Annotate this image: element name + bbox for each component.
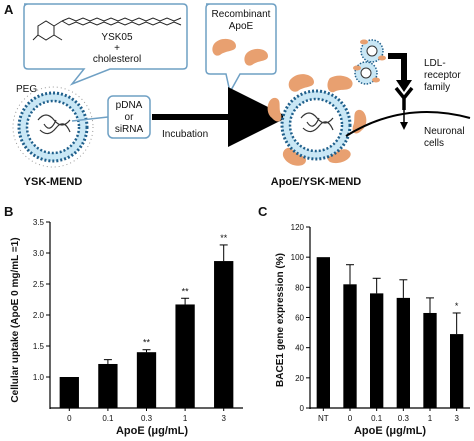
panel-b-bar: [214, 261, 234, 408]
ysk05-text-line2: +: [114, 43, 120, 54]
panel-c-x-tick-label: NT: [318, 414, 329, 423]
panel-c-y-tick-label: 20: [295, 374, 304, 383]
panel-c-ylabel: BACE1 gene expression (%): [275, 253, 286, 387]
panel-c-significance-mark: *: [455, 301, 459, 311]
panel-b-x-tick-label: 0: [67, 414, 72, 423]
panel-b-x-tick-label: 0.1: [102, 414, 114, 423]
panel-c-y-tick-label: 80: [295, 283, 304, 292]
cell-line1: Neuronal: [424, 126, 465, 137]
panel-c-y-tick-label: 60: [295, 314, 304, 323]
panel-b-bar: [175, 304, 195, 408]
panel-b-xlabel: ApoE (μg/mL): [116, 425, 188, 437]
panel-c-y-tick-label: 0: [300, 404, 305, 413]
ysk-mend-label: YSK-MEND: [24, 176, 83, 188]
panel-c-bar: [450, 334, 464, 408]
panel-b-bar: [59, 377, 79, 408]
small-particle-2: [353, 61, 380, 85]
panel-a: A YSK05 + cholesterol Recombinant ApoE P…: [4, 2, 471, 188]
panel-c-label: C: [258, 204, 268, 219]
cell-membrane: [345, 111, 471, 137]
panel-c-bar: [343, 284, 357, 408]
small-particle-1: [360, 39, 386, 63]
binding-arrow-head: [396, 80, 412, 92]
cargo-pointer: [71, 116, 109, 122]
panel-b-bar: [136, 352, 157, 408]
panel-c-xlabel: ApoE (μg/mL): [354, 425, 426, 437]
panel-c-x-tick-label: 0.3: [398, 414, 410, 423]
panel-b-y-tick-label: 3.0: [33, 249, 45, 258]
cell-line2: cells: [424, 138, 444, 149]
panel-b-x-tick-label: 1: [183, 414, 188, 423]
apoe-ysk-mend-label: ApoE/YSK-MEND: [271, 176, 362, 188]
ysk05-callout-box: [23, 3, 188, 86]
apoe-callout-line2: ApoE: [229, 21, 254, 32]
apoe-protein-icon: [212, 38, 268, 66]
panel-c-bar: [316, 257, 330, 408]
panel-c-y-tick-label: 100: [291, 253, 305, 262]
peg-label: PEG: [16, 84, 37, 95]
panel-c-x-tick-label: 3: [454, 414, 459, 423]
panel-b-ylabel: Cellular uptake (ApoE 0 mg/mL =1): [10, 237, 21, 402]
binding-arrow: [388, 53, 407, 82]
ysk05-text-line1: YSK05: [101, 32, 133, 43]
panel-a-label: A: [4, 2, 14, 17]
panel-b-significance-mark: **: [143, 338, 151, 348]
ysk-mend-particle: [12, 86, 94, 168]
cargo-line1: pDNA: [116, 100, 143, 111]
panel-b-y-tick-label: 2.5: [33, 280, 45, 289]
panel-c-x-tick-label: 1: [428, 414, 433, 423]
panel-c-bar: [396, 297, 410, 408]
ysk05-structure: [32, 17, 182, 41]
receptor-line1: LDL-: [424, 58, 446, 69]
panel-b-label: B: [4, 204, 13, 219]
panel-b-y-tick-label: 1.0: [33, 373, 45, 382]
panel-b-y-tick-label: 1.5: [33, 342, 45, 351]
apoe-ysk-mend-particle: [267, 74, 367, 166]
panel-c-bar: [423, 312, 437, 408]
apoe-callout-line1: Recombinant: [212, 9, 271, 20]
internalization-arrow-head: [400, 122, 408, 130]
panel-c-x-tick-label: 0: [348, 414, 353, 423]
panel-b-significance-mark: **: [182, 286, 190, 296]
panel-c-y-tick-label: 40: [295, 344, 304, 353]
panel-b-y-tick-label: 2.0: [33, 311, 45, 320]
incubation-label: Incubation: [162, 129, 208, 140]
panel-b-significance-mark: **: [220, 233, 228, 243]
panel-c-bar: [370, 293, 384, 408]
panel-c: C BACE1 gene expression (%) ApoE (μg/mL)…: [258, 204, 470, 437]
ysk05-text-line3: cholesterol: [93, 54, 141, 65]
panel-b-y-tick-label: 3.5: [33, 218, 45, 227]
cargo-line2: or: [125, 112, 135, 123]
panel-c-y-tick-label: 120: [291, 223, 305, 232]
panel-b-x-tick-label: 0.3: [141, 414, 153, 423]
panel-b-bar: [98, 363, 118, 408]
receptor-y-icon: [394, 86, 414, 110]
panel-b: B Cellular uptake (ApoE 0 mg/mL =1) ApoE…: [4, 204, 243, 437]
panel-c-x-tick-label: 0.1: [371, 414, 383, 423]
receptor-line3: family: [424, 82, 450, 93]
receptor-inset: LDL- receptor family Neuronal cells: [345, 39, 471, 149]
receptor-line2: receptor: [424, 70, 461, 81]
panel-b-plot: 1.0 1.5 2.0 2.5 3.0 3.5 0 0.1 0.3 ** 1 ** 3 **: [33, 218, 243, 423]
cargo-line3: siRNA: [115, 124, 144, 135]
panel-b-x-tick-label: 3: [221, 414, 226, 423]
